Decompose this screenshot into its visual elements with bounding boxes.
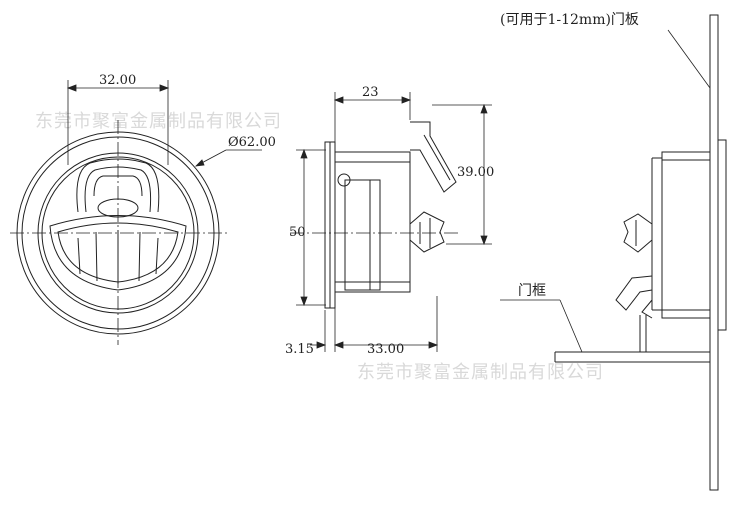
front-dimension-32 bbox=[66, 80, 170, 165]
front-diameter-leader bbox=[194, 149, 262, 167]
watermark-left: 东莞市聚富金属制品有限公司 bbox=[35, 111, 282, 132]
side-left-label: 50 bbox=[289, 225, 306, 240]
door-frame-leader bbox=[500, 299, 583, 353]
front-diameter-label: Ø62.00 bbox=[228, 135, 276, 150]
watermark-right: 东莞市聚富金属制品有限公司 bbox=[357, 362, 604, 383]
side-bottom-small-label: 3.15 bbox=[285, 342, 314, 357]
front-view bbox=[10, 120, 228, 345]
front-width-label: 32.00 bbox=[99, 73, 136, 88]
installed-view bbox=[554, 14, 727, 491]
side-view bbox=[290, 121, 460, 309]
side-dimension-39 bbox=[432, 103, 492, 246]
side-top-label: 23 bbox=[362, 85, 379, 100]
side-dimension-50 bbox=[296, 148, 326, 307]
side-bottom-label: 33.00 bbox=[367, 342, 404, 357]
door-frame-label: 门框 bbox=[518, 283, 546, 299]
side-dimension-bottom bbox=[310, 296, 439, 352]
door-panel-label: (可用于1-12mm)门板 bbox=[500, 12, 639, 28]
door-panel-leader bbox=[667, 29, 711, 89]
side-height-label: 39.00 bbox=[457, 165, 494, 180]
side-dimension-23 bbox=[333, 92, 412, 142]
